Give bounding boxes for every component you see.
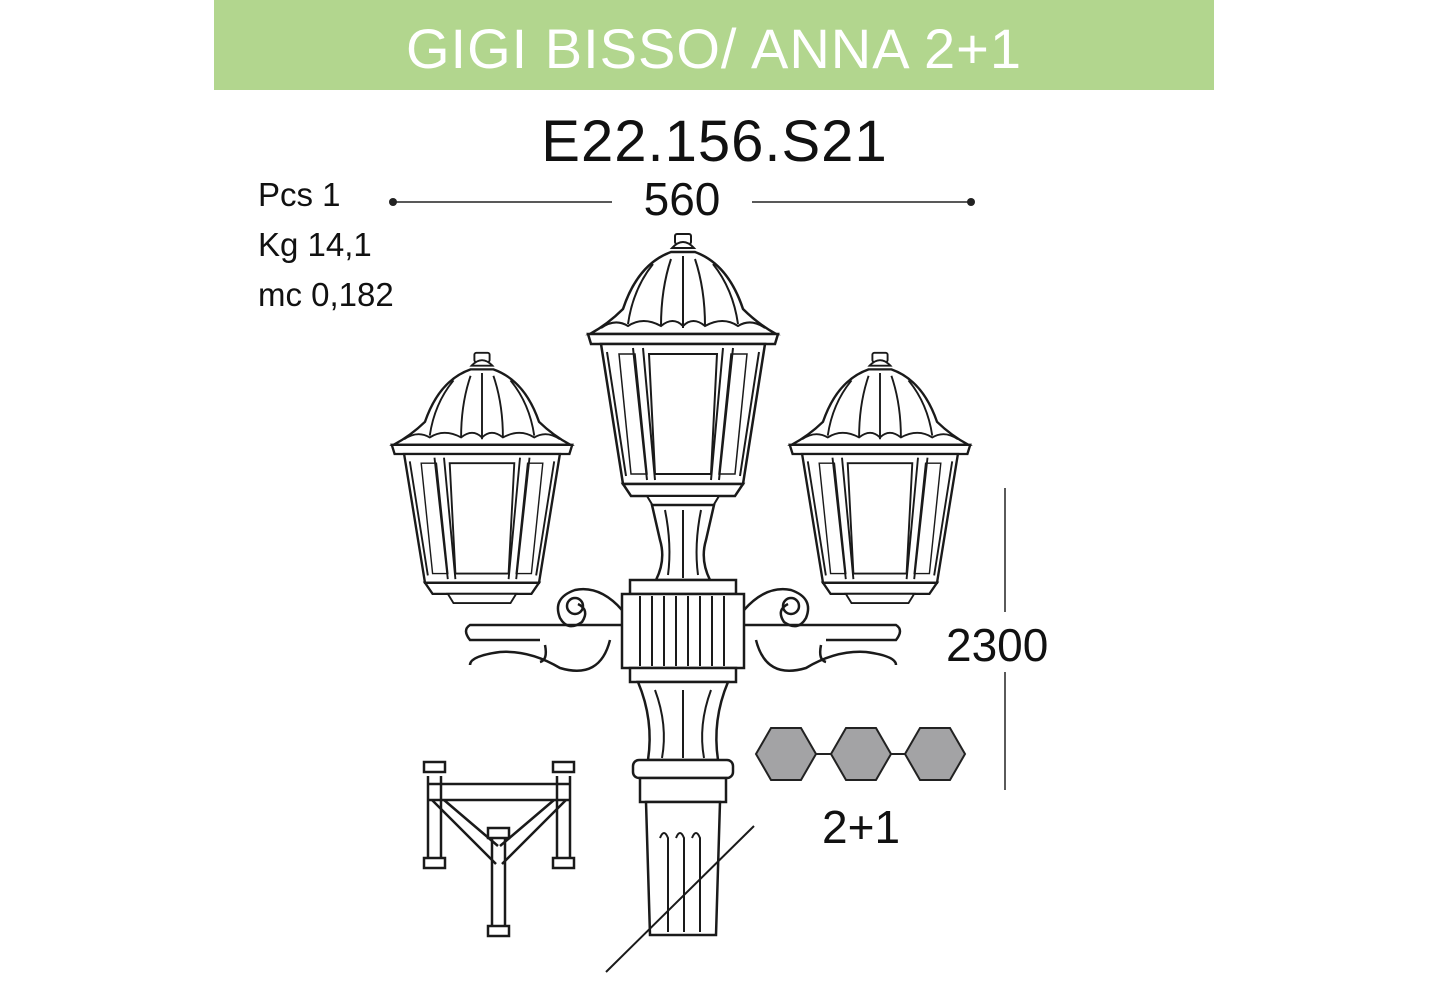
spec-list: Pcs 1 Kg 14,1 mc 0,182 bbox=[258, 170, 394, 320]
hexagon-icon bbox=[755, 727, 966, 781]
title-banner: GIGI BISSO/ ANNA 2+1 bbox=[214, 0, 1214, 90]
height-dimension-label: 2300 bbox=[946, 619, 1049, 671]
mounting-base-icon bbox=[422, 760, 576, 938]
width-dimension-label: 560 bbox=[643, 173, 721, 225]
spec-weight: Kg 14,1 bbox=[258, 226, 372, 263]
arm-right bbox=[743, 587, 902, 673]
spec-volume: mc 0,182 bbox=[258, 276, 394, 313]
product-title: GIGI BISSO/ ANNA 2+1 bbox=[405, 16, 1023, 80]
pole bbox=[605, 503, 755, 973]
configuration-label: 2+1 bbox=[822, 801, 901, 853]
spec-pieces: Pcs 1 bbox=[258, 176, 341, 213]
arm-left bbox=[464, 587, 623, 673]
width-dimension-line bbox=[389, 198, 975, 206]
product-code: E22.156.S21 bbox=[541, 109, 888, 174]
